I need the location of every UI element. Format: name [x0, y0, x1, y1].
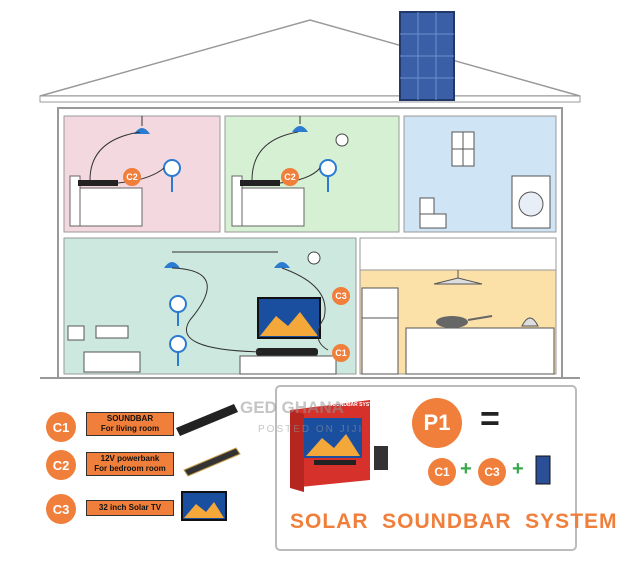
- fridge-icon: [361, 287, 399, 375]
- lower-cabinets: [405, 327, 555, 375]
- bed-icon: [69, 175, 143, 227]
- badge-c3: C3: [332, 287, 350, 305]
- equation-badge-c1: C1: [428, 458, 456, 486]
- legend-label-c1: SOUNDBAR For living room: [86, 412, 174, 436]
- powerbank-icon: [240, 180, 280, 186]
- clock-icon: [307, 251, 321, 265]
- powerbank-icon: [78, 180, 118, 186]
- ceiling-lamp-icon: [274, 262, 290, 268]
- roof: [39, 19, 581, 97]
- powerbank-icon: [183, 447, 241, 477]
- bed-icon: [231, 175, 305, 227]
- legend-c2-line1: 12V powerbank: [100, 454, 160, 463]
- window-icon: [451, 131, 475, 167]
- soundbar-icon: [176, 404, 238, 436]
- box-header: SOLAR SOUNDBAR SYSTEM: [310, 402, 380, 408]
- tv-icon: [257, 297, 321, 339]
- sofa-icon: [83, 351, 141, 373]
- legend-c2-line2: For bedroom room: [94, 464, 166, 473]
- legend-c1-line1: SOUNDBAR: [106, 414, 154, 423]
- fan-icon: [169, 295, 187, 326]
- pan-icon: [436, 315, 493, 328]
- watermark-line2: POSTED ON JIJI: [258, 424, 364, 435]
- kettle-icon: [521, 317, 539, 327]
- plus-sign: +: [460, 458, 472, 480]
- legend-badge-c3: C3: [46, 494, 76, 524]
- system-title: SOLAR SOUNDBAR SYSTEM: [290, 510, 618, 533]
- equation-badge-c3: C3: [478, 458, 506, 486]
- legend-label-c3: 32 inch Solar TV: [86, 500, 174, 516]
- product-box-icon: [290, 400, 388, 492]
- plus-sign: +: [512, 458, 524, 480]
- equals-sign: =: [480, 400, 500, 438]
- legend-c1-line2: For living room: [100, 424, 160, 433]
- watermark-line1: GED GHANA: [240, 398, 344, 417]
- legend-badge-c2: C2: [46, 450, 76, 480]
- clock-icon: [335, 133, 349, 147]
- roof-eave: [39, 95, 581, 103]
- ceiling-lamp-icon: [164, 262, 180, 268]
- badge-p1: P1: [412, 398, 462, 448]
- toilet-icon: [419, 197, 447, 229]
- soundbar-icon: [256, 348, 318, 356]
- kitchen-upper-cabinets: [359, 237, 557, 271]
- solar-panel-icon: [535, 455, 551, 485]
- tv-stand: [239, 355, 337, 375]
- washing-machine-icon: [511, 175, 551, 229]
- wiring-line: [171, 267, 329, 353]
- badge-c1: C1: [332, 344, 350, 362]
- badge-c2: C2: [123, 168, 141, 186]
- wiring-line: [89, 131, 165, 184]
- fan-icon: [169, 335, 187, 366]
- range-hood-icon: [433, 270, 483, 285]
- solar-panel-icon: [399, 11, 455, 101]
- legend-label-c2: 12V powerbank For bedroom room: [86, 452, 174, 476]
- side-table: [67, 325, 85, 341]
- ceiling-lamp-icon: [292, 116, 308, 132]
- tv-icon: [181, 491, 227, 521]
- legend-badge-c1: C1: [46, 412, 76, 442]
- picture-frame: [95, 325, 129, 339]
- badge-c2: C2: [281, 168, 299, 186]
